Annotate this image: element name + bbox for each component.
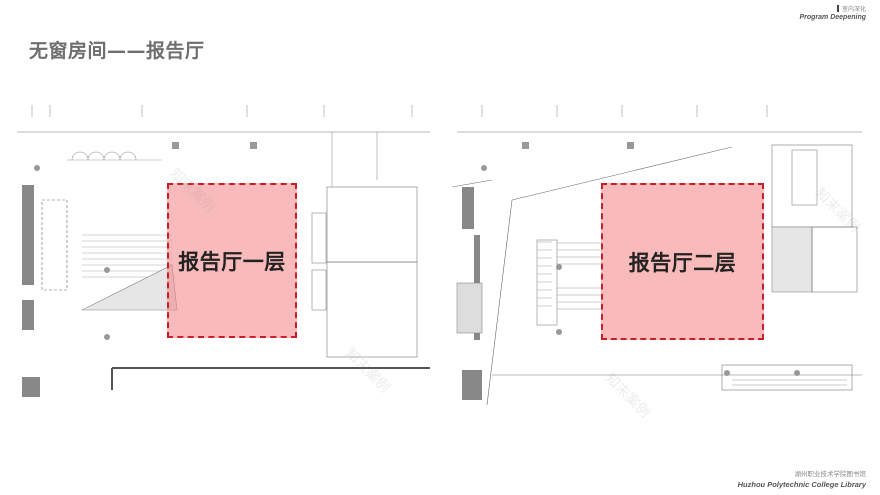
project-tag: 湖州职业技术学院图书馆 Huzhou Polytechnic College L… — [738, 468, 866, 489]
page-title: 无窗房间——报告厅 — [29, 40, 205, 62]
lecture-hall-highlight-level-2: 报告厅二层 — [601, 183, 764, 340]
lecture-hall-label-level-1: 报告厅一层 — [178, 249, 286, 274]
section-cn: 室内深化 — [841, 6, 866, 13]
lecture-hall-label-level-2: 报告厅二层 — [628, 250, 737, 275]
section-tag: 室内深化 Program Deepening — [799, 4, 866, 21]
project-en: Huzhou Polytechnic College Library — [737, 480, 866, 489]
section-en: Program Deepening — [799, 14, 866, 21]
floor-plan-level-1: 报告厅一层 — [12, 105, 430, 405]
project-cn: 湖州职业技术学院图书馆 — [794, 470, 867, 478]
lecture-hall-highlight-level-1: 报告厅一层 — [167, 183, 297, 338]
floor-plan-drawing — [452, 105, 862, 405]
floor-plan-level-2: 报告厅二层 — [452, 105, 870, 405]
section-marker — [836, 5, 839, 12]
floor-plan-drawing — [17, 105, 430, 397]
